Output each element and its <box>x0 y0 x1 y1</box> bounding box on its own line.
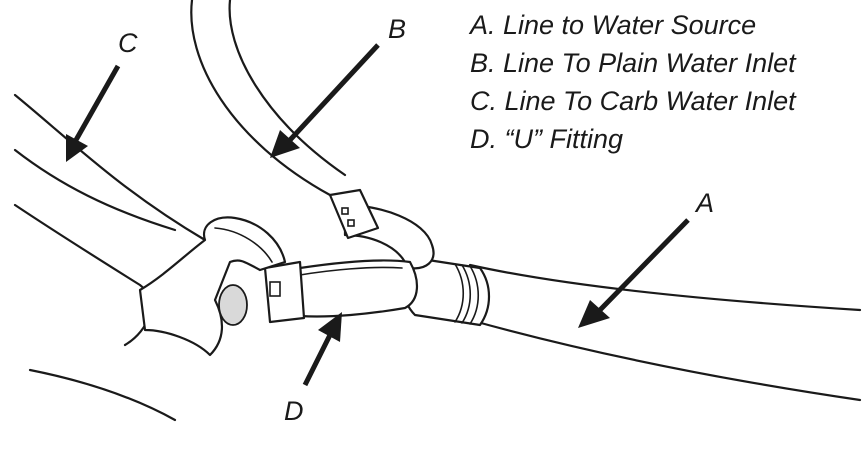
callout-arrow-d <box>302 312 342 387</box>
callout-label-c: C <box>118 28 138 58</box>
callout-label-a: A <box>694 188 714 218</box>
callout-arrow-c <box>66 64 121 162</box>
callout-arrow-a <box>578 218 690 328</box>
legend-item-c: C. Line To Carb Water Inlet <box>470 86 797 116</box>
carb-water-line <box>13 93 207 422</box>
legend-item-d: D. “U” Fitting <box>470 124 623 154</box>
legend-item-b: B. Line To Plain Water Inlet <box>470 48 797 78</box>
carb-line-clamp <box>138 216 287 357</box>
callout-label-b: B <box>388 14 406 44</box>
water-source-line <box>468 263 862 402</box>
u-fitting <box>263 188 435 324</box>
legend-item-a: A. Line to Water Source <box>468 10 756 40</box>
line-a-sleeve <box>402 256 490 327</box>
callout-arrow-b <box>270 43 380 158</box>
callout-label-d: D <box>284 396 304 426</box>
legend: A. Line to Water Source B. Line To Plain… <box>468 10 797 154</box>
plain-water-line <box>190 0 347 197</box>
